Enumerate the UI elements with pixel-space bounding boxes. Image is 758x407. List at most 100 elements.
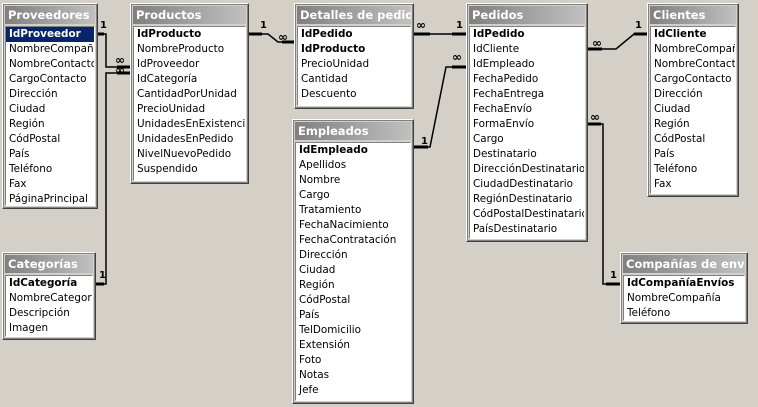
field-item[interactable]: FechaContratación: [299, 234, 397, 246]
field-item[interactable]: PáginaPrincipal: [9, 193, 88, 205]
field-item[interactable]: Suspendido: [137, 163, 198, 175]
field-item[interactable]: Región: [299, 279, 335, 291]
table-title[interactable]: Proveedores: [5, 6, 95, 24]
field-item[interactable]: PrecioUnidad: [137, 103, 206, 115]
field-item[interactable]: CódPostal: [299, 294, 351, 306]
field-item[interactable]: PrecioUnidad: [301, 58, 370, 70]
field-item[interactable]: País: [299, 309, 320, 321]
field-item[interactable]: FechaPedido: [473, 73, 539, 85]
field-item[interactable]: NombreContacto: [654, 58, 735, 70]
table-detalles-de-pedidos[interactable]: Detalles de pedidos IdPedidoIdProductoPr…: [294, 3, 414, 109]
primary-key-field[interactable]: IdPedido: [473, 28, 525, 40]
field-item[interactable]: NombreCompañía: [654, 43, 735, 55]
primary-key-field[interactable]: IdProveedor: [6, 27, 94, 42]
field-item[interactable]: Dirección: [299, 249, 348, 261]
field-item[interactable]: Apellidos: [299, 159, 347, 171]
field-item[interactable]: Jefe: [299, 384, 319, 396]
field-item[interactable]: NombreCategoría: [9, 292, 92, 304]
table-companias-de-envios[interactable]: Compañías de envíos IdCompañíaEnvíosNomb…: [620, 252, 748, 324]
field-item[interactable]: UnidadesEnPedido: [137, 133, 234, 145]
primary-key-field[interactable]: IdCompañíaEnvíos: [627, 277, 735, 289]
primary-key-field[interactable]: IdProducto: [301, 43, 366, 55]
field-item[interactable]: DirecciónDestinatario: [473, 163, 584, 175]
primary-key-field[interactable]: IdProducto: [137, 28, 202, 40]
field-item[interactable]: NombreProducto: [137, 43, 225, 55]
field-item[interactable]: Nombre: [299, 174, 341, 186]
field-item[interactable]: Dirección: [654, 88, 703, 100]
field-item[interactable]: CargoContacto: [9, 73, 87, 85]
field-item[interactable]: Dirección: [9, 88, 58, 100]
field-item[interactable]: IdCategoría: [137, 73, 198, 85]
field-item[interactable]: Descuento: [301, 88, 357, 100]
field-item[interactable]: Región: [654, 118, 690, 130]
field-item[interactable]: CódPostalDestinatario: [473, 208, 584, 220]
primary-key-field[interactable]: IdCliente: [654, 28, 707, 40]
table-title[interactable]: Empleados: [295, 122, 411, 140]
field-item[interactable]: Cargo: [473, 133, 504, 145]
field-item[interactable]: Cantidad: [301, 73, 348, 85]
field-item[interactable]: FormaEnvío: [473, 118, 535, 130]
field-item[interactable]: Región: [9, 118, 45, 130]
field-item[interactable]: Teléfono: [654, 163, 698, 175]
field-item[interactable]: País: [654, 148, 675, 160]
field-item[interactable]: Notas: [299, 369, 329, 381]
primary-key-field[interactable]: IdCategoría: [9, 277, 78, 289]
field-item[interactable]: Descripción: [9, 307, 70, 319]
field-item[interactable]: Foto: [299, 354, 322, 366]
field-list[interactable]: IdClienteNombreCompañíaNombreContactoCar…: [650, 26, 736, 194]
table-title[interactable]: Compañías de envíos: [623, 255, 745, 273]
primary-key-field[interactable]: IdPedido: [301, 28, 353, 40]
field-item[interactable]: PaísDestinatario: [473, 223, 558, 235]
table-title[interactable]: Productos: [133, 6, 246, 24]
field-item[interactable]: Extensión: [299, 339, 351, 351]
field-item[interactable]: TelDomicilio: [299, 324, 361, 336]
field-item[interactable]: CódPostal: [654, 133, 706, 145]
primary-key-field[interactable]: IdEmpleado: [299, 144, 368, 156]
field-item[interactable]: IdCliente: [473, 43, 520, 55]
field-item[interactable]: UnidadesEnExistencia: [137, 118, 245, 130]
table-title[interactable]: Clientes: [650, 6, 736, 24]
field-item[interactable]: NombreCompañía: [9, 43, 94, 55]
field-item[interactable]: CargoContacto: [654, 73, 732, 85]
field-item[interactable]: FechaNacimiento: [299, 219, 389, 231]
field-item[interactable]: Cargo: [299, 189, 330, 201]
table-title[interactable]: Detalles de pedidos: [297, 6, 411, 24]
table-title[interactable]: Categorías: [5, 255, 93, 273]
field-item[interactable]: NivelNuevoPedido: [137, 148, 232, 160]
field-item[interactable]: CiudadDestinatario: [473, 178, 573, 190]
field-item[interactable]: Ciudad: [299, 264, 336, 276]
field-item[interactable]: Teléfono: [627, 307, 671, 319]
field-item[interactable]: IdProveedor: [137, 58, 200, 70]
field-item[interactable]: CantidadPorUnidad: [137, 88, 237, 100]
field-item[interactable]: NombreCompañía: [627, 292, 721, 304]
field-item[interactable]: Destinatario: [473, 148, 537, 160]
field-item[interactable]: Teléfono: [9, 163, 53, 175]
field-item[interactable]: RegiónDestinatario: [473, 193, 573, 205]
field-item[interactable]: Ciudad: [654, 103, 691, 115]
field-item[interactable]: CódPostal: [9, 133, 61, 145]
field-item[interactable]: NombreContacto: [9, 58, 94, 70]
table-title[interactable]: Pedidos: [469, 6, 585, 24]
table-clientes[interactable]: Clientes IdClienteNombreCompañíaNombreCo…: [647, 3, 739, 197]
field-item[interactable]: IdEmpleado: [473, 58, 535, 70]
field-item[interactable]: Fax: [9, 178, 27, 190]
field-item[interactable]: País: [9, 148, 30, 160]
field-item[interactable]: Ciudad: [9, 103, 46, 115]
field-item[interactable]: FechaEnvío: [473, 103, 533, 115]
field-item[interactable]: Imagen: [9, 322, 49, 334]
field-item[interactable]: Fax: [654, 178, 672, 190]
field-item[interactable]: FechaEntrega: [473, 88, 545, 100]
field-item[interactable]: Tratamiento: [299, 204, 362, 216]
